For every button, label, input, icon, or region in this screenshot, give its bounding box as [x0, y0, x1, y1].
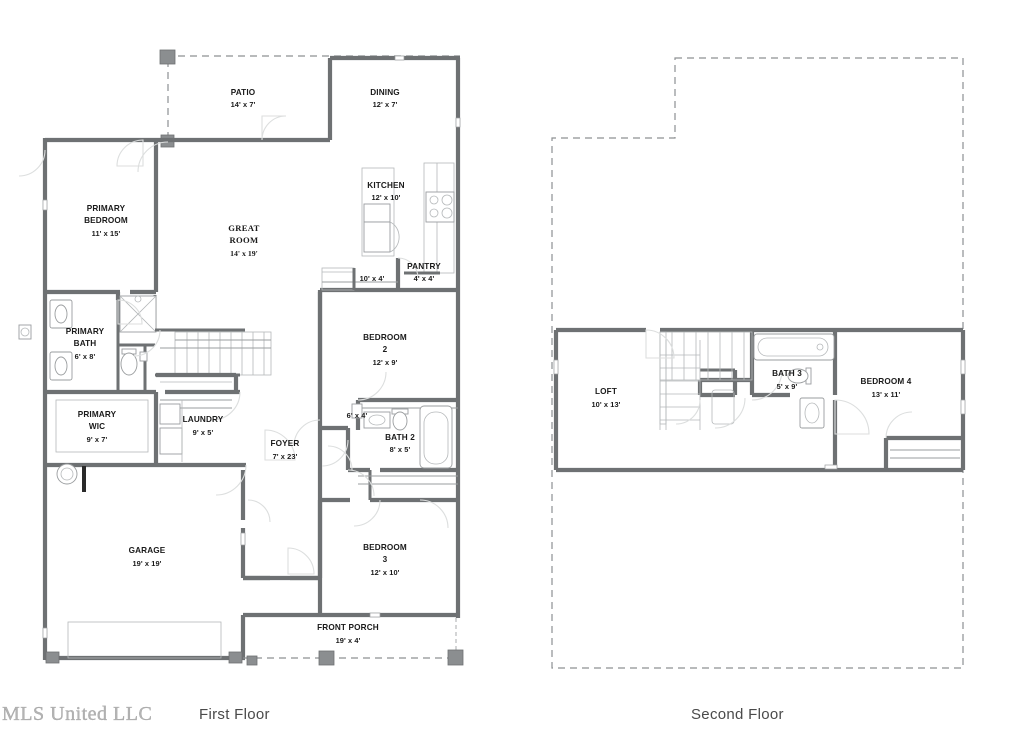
room-label-bedroom-4: BEDROOM 4	[861, 377, 912, 386]
bath2-fixtures	[351, 403, 453, 469]
room-dim-bedroom-4: 13' x 11'	[872, 390, 901, 399]
sink-icon	[799, 397, 825, 429]
room-label-garage: GARAGE	[129, 546, 166, 555]
room-label-great-room: GREAT	[228, 223, 259, 233]
door-swings-second-floor	[645, 329, 913, 439]
room-label-loft: LOFT	[595, 387, 617, 396]
dryer-icon	[159, 427, 183, 455]
sink-icon	[363, 411, 391, 429]
window-marks	[18, 55, 461, 639]
room-label-bedroom-2-num: 2	[383, 345, 388, 354]
room-label-primary-wic: PRIMARY	[78, 410, 117, 419]
garage-post	[228, 651, 243, 664]
room-dim-patio: 14' x 7'	[231, 100, 256, 109]
room-label-primary-bedroom-2: BEDROOM	[84, 216, 128, 225]
garage-details	[45, 463, 243, 664]
toilet-icon	[787, 367, 812, 385]
room-label-patio: PATIO	[231, 88, 256, 97]
second-floor-windows	[553, 359, 966, 470]
room-dim-kitchen: 12' x 10'	[371, 193, 400, 202]
room-dim-closet-10x4: 10' x 4'	[360, 274, 385, 283]
room-dim-garage: 19' x 19'	[132, 559, 161, 568]
staircase-first-floor	[155, 328, 272, 409]
primary-bath-fixtures	[49, 295, 157, 381]
room-dim-laundry: 9' x 5'	[193, 428, 214, 437]
room-dim-closet-6x4: 6' x 4'	[347, 411, 368, 420]
room-label-kitchen: KITCHEN	[367, 181, 404, 190]
mls-watermark: MLS United LLC	[2, 703, 153, 725]
room-label-bedroom-3-num: 3	[383, 555, 388, 564]
first-floor-plan: PATIO 14' x 7' DINING 12' x 7' KITCHEN 1…	[18, 49, 464, 666]
second-floor-room-labels: LOFT 10' x 13' BATH 3 5' x 9' BEDROOM 4 …	[591, 369, 911, 409]
porch-post	[246, 655, 258, 666]
washer-icon	[159, 403, 181, 425]
room-dim-bedroom-2: 12' x 9'	[373, 358, 398, 367]
second-floor-outline	[551, 57, 964, 669]
laundry-fixtures	[154, 400, 183, 462]
room-label-laundry: LAUNDRY	[183, 415, 224, 424]
second-floor-caption: Second Floor	[691, 706, 784, 723]
room-dim-pantry: 4' x 4'	[414, 274, 435, 283]
staircase-second-floor	[659, 331, 753, 430]
room-label-bedroom-2: BEDROOM	[363, 333, 407, 342]
room-dim-loft: 10' x 13'	[591, 400, 620, 409]
room-label-bath-3: BATH 3	[772, 369, 802, 378]
closet-10x4-detail	[321, 267, 398, 291]
front-porch-outline	[243, 618, 464, 666]
kitchen-island	[361, 167, 395, 257]
room-label-front-porch: FRONT PORCH	[317, 623, 379, 632]
first-floor-room-labels: PATIO 14' x 7' DINING 12' x 7' KITCHEN 1…	[66, 88, 441, 645]
porch-post	[447, 649, 464, 666]
room-dim-primary-wic: 9' x 7'	[87, 435, 108, 444]
room-label-bedroom-3: BEDROOM	[363, 543, 407, 552]
room-dim-great-room: 14' x 19'	[230, 249, 258, 258]
room-label-primary-wic-2: WIC	[89, 422, 105, 431]
great-room-foyer-walls	[156, 462, 320, 581]
room-label-primary-bath: PRIMARY	[66, 327, 105, 336]
room-label-bath-2: BATH 2	[385, 433, 415, 442]
garage-column	[82, 466, 86, 492]
patio-outline	[159, 49, 460, 148]
room-dim-bedroom-3: 12' x 10'	[370, 568, 399, 577]
door-swings-first-floor	[18, 115, 449, 575]
room-dim-primary-bath: 6' x 8'	[75, 352, 96, 361]
room-label-great-room-2: ROOM	[230, 235, 259, 245]
room-dim-bath-3: 5' x 9'	[777, 382, 798, 391]
room-label-dining: DINING	[370, 88, 400, 97]
garage-post	[45, 651, 60, 664]
room-dim-primary-bedroom: 11' x 15'	[92, 229, 121, 238]
porch-post	[159, 49, 176, 65]
room-label-primary-bedroom: PRIMARY	[87, 204, 126, 213]
cooktop-icon	[425, 191, 455, 223]
first-floor-caption: First Floor	[199, 706, 270, 723]
room-dim-bath-2: 8' x 5'	[390, 445, 411, 454]
toilet-icon	[120, 348, 138, 376]
kitchen-fixtures	[361, 162, 455, 290]
bathtub-icon	[419, 405, 453, 469]
bedroom2-bath2-walls	[317, 292, 458, 503]
room-dim-dining: 12' x 7'	[373, 100, 398, 109]
room-dim-front-porch: 19' x 4'	[336, 636, 361, 645]
room-dim-foyer: 7' x 23'	[273, 452, 298, 461]
water-heater-icon	[56, 463, 78, 485]
room-label-primary-bath-2: BATH	[74, 339, 97, 348]
bath3-fixtures	[753, 333, 835, 429]
room-label-foyer: FOYER	[271, 439, 300, 448]
primary-wic-shelving	[55, 399, 149, 453]
bathtub-icon	[753, 333, 835, 361]
second-floor-plan: LOFT 10' x 13' BATH 3 5' x 9' BEDROOM 4 …	[551, 57, 966, 669]
room-label-pantry: PANTRY	[407, 262, 441, 271]
porch-post	[318, 650, 335, 666]
toilet-icon	[391, 408, 409, 431]
